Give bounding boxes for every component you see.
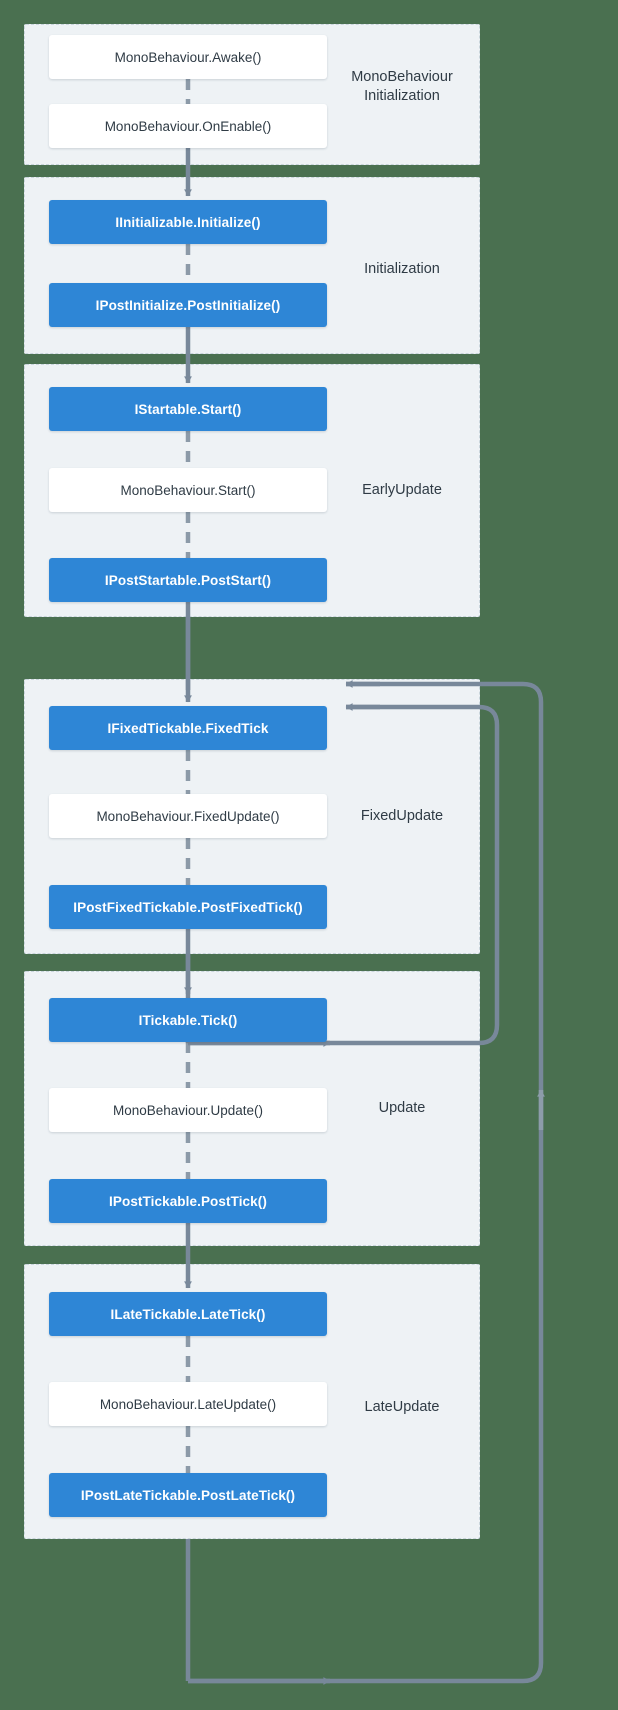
node-monobehaviour-onenable[interactable]: MonoBehaviour.OnEnable() — [49, 104, 327, 148]
group-label-fixedupdate: FixedUpdate — [327, 807, 477, 826]
node-ipoststartable-poststart[interactable]: IPostStartable.PostStart() — [49, 558, 327, 602]
group-label-line: EarlyUpdate — [362, 482, 442, 498]
group-label-line: LateUpdate — [364, 1399, 440, 1415]
node-ipostinitialize-postinitialize[interactable]: IPostInitialize.PostInitialize() — [49, 283, 327, 327]
node-iposttickable-posttick[interactable]: IPostTickable.PostTick() — [49, 1179, 327, 1223]
node-ilatetickable-latetick[interactable]: ILateTickable.LateTick() — [49, 1292, 327, 1336]
node-monobehaviour-update[interactable]: MonoBehaviour.Update() — [49, 1088, 327, 1132]
node-monobehaviour-lateupdate[interactable]: MonoBehaviour.LateUpdate() — [49, 1382, 327, 1426]
group-label-update: Update — [327, 1099, 477, 1118]
group-label-line: Initialization — [364, 261, 440, 277]
group-label-monobehaviour-initialization: MonoBehaviour Initialization — [327, 68, 477, 106]
group-label-line: MonoBehaviour — [351, 69, 453, 85]
group-label-initialization: Initialization — [327, 260, 477, 279]
node-istartable-start[interactable]: IStartable.Start() — [49, 387, 327, 431]
group-label-line: Initialization — [364, 88, 440, 104]
node-iinitializable-initialize[interactable]: IInitializable.Initialize() — [49, 200, 327, 244]
group-label-earlyupdate: EarlyUpdate — [327, 481, 477, 500]
group-label-line: FixedUpdate — [360, 808, 444, 824]
node-itickable-tick[interactable]: ITickable.Tick() — [49, 998, 327, 1042]
node-monobehaviour-start[interactable]: MonoBehaviour.Start() — [49, 468, 327, 512]
node-ipostlatetickable-postlatetick[interactable]: IPostLateTickable.PostLateTick() — [49, 1473, 327, 1517]
node-ipostfixedtickable-postfixedtick[interactable]: IPostFixedTickable.PostFixedTick() — [49, 885, 327, 929]
node-ifixedtickable-fixedtick[interactable]: IFixedTickable.FixedTick — [49, 706, 327, 750]
node-monobehaviour-fixedupdate[interactable]: MonoBehaviour.FixedUpdate() — [49, 794, 327, 838]
group-label-lateupdate: LateUpdate — [327, 1398, 477, 1417]
group-label-line: Update — [378, 1100, 426, 1116]
node-monobehaviour-awake[interactable]: MonoBehaviour.Awake() — [49, 35, 327, 79]
